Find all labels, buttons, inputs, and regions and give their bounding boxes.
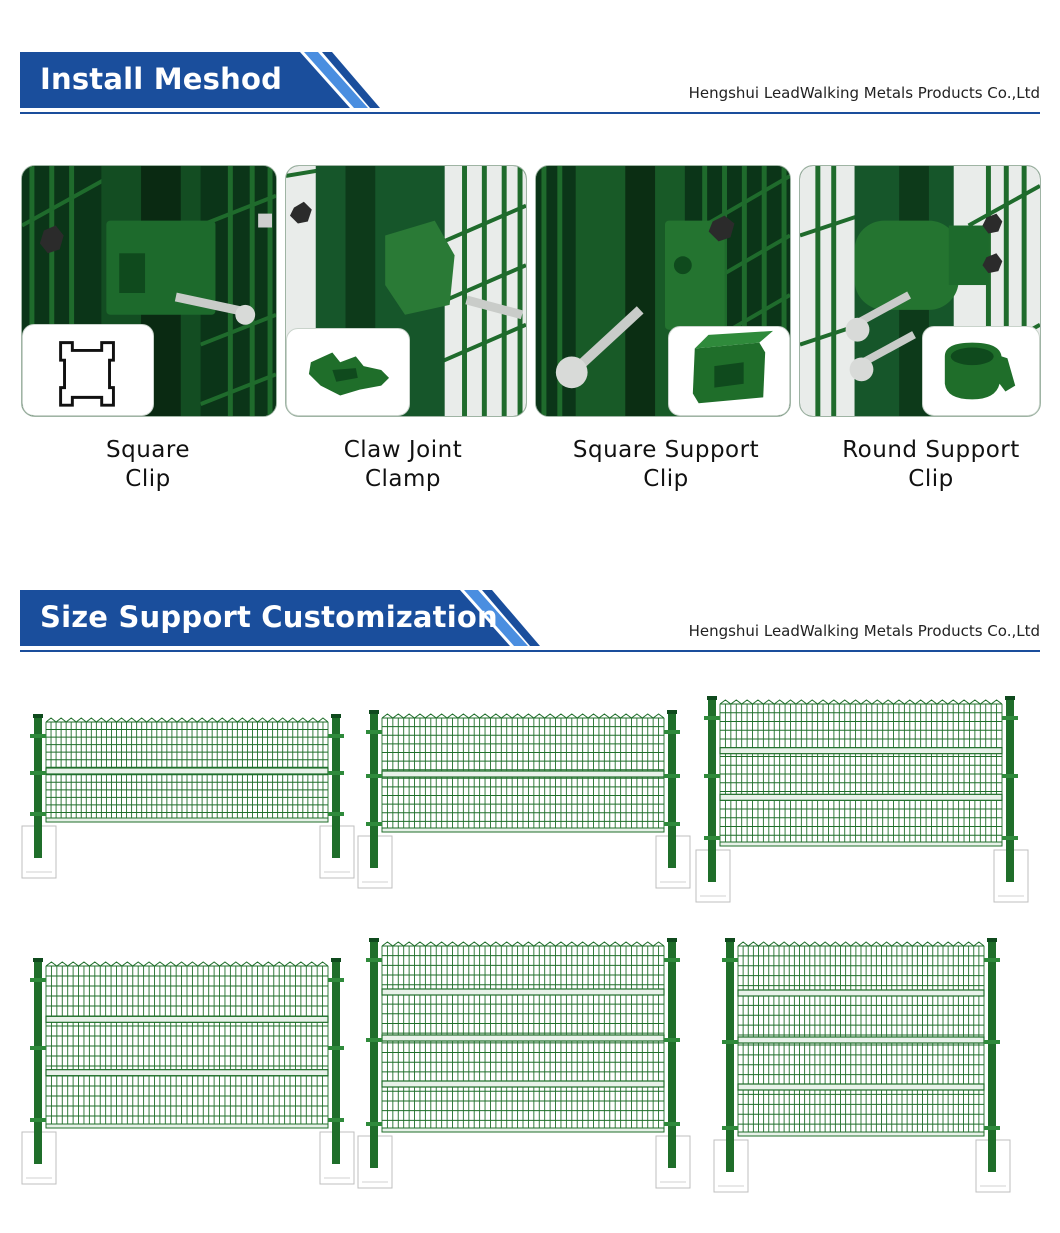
square-support-clip-caption: Square Support Clip [550, 436, 782, 494]
install-section-header: Install Meshod Hengshui LeadWalking Meta… [20, 52, 1040, 114]
claw-joint-clamp-caption-line2: Clamp [364, 466, 442, 492]
round-support-clip-caption: Round Support Clip [815, 436, 1047, 494]
fence-panel-6 [712, 936, 1012, 1196]
install-title: Install Meshod [40, 62, 283, 96]
square-support-clip-inset [668, 326, 790, 416]
size-company-name: Hengshui LeadWalking Metals Products Co.… [688, 622, 1040, 640]
install-company-name: Hengshui LeadWalking Metals Products Co.… [688, 84, 1040, 102]
fence-panel-1 [20, 712, 356, 882]
claw-joint-clamp-caption: Claw Joint Clamp [303, 436, 503, 494]
square-clip-inset [22, 324, 154, 416]
size-title: Size Support Customization [40, 600, 498, 634]
round-support-clip-caption-line1: Round Support [842, 437, 1020, 463]
size-section-header: Size Support Customization Hengshui Lead… [20, 590, 1040, 652]
claw-joint-clamp-caption-line1: Claw Joint [343, 437, 463, 463]
square-support-clip-caption-line1: Square Support [572, 437, 760, 463]
round-support-clip-photo [799, 165, 1041, 417]
square-support-clip-photo [535, 165, 791, 417]
square-clip-caption: Square Clip [48, 436, 248, 494]
square-clip-caption-line1: Square [106, 437, 190, 463]
fence-panel-3 [694, 694, 1030, 906]
claw-joint-clamp-inset [286, 328, 410, 416]
square-clip-caption-line2: Clip [125, 466, 171, 492]
claw-joint-clamp-photo [285, 165, 527, 417]
square-clip-photo [21, 165, 277, 417]
fence-panel-4 [20, 956, 356, 1188]
square-support-clip-caption-line2: Clip [643, 466, 689, 492]
size-divider [20, 650, 1040, 652]
round-support-clip-inset [922, 326, 1040, 416]
round-support-clip-caption-line2: Clip [908, 466, 954, 492]
install-divider [20, 112, 1040, 114]
fence-panel-5 [356, 936, 692, 1192]
fence-panel-2 [356, 708, 692, 892]
